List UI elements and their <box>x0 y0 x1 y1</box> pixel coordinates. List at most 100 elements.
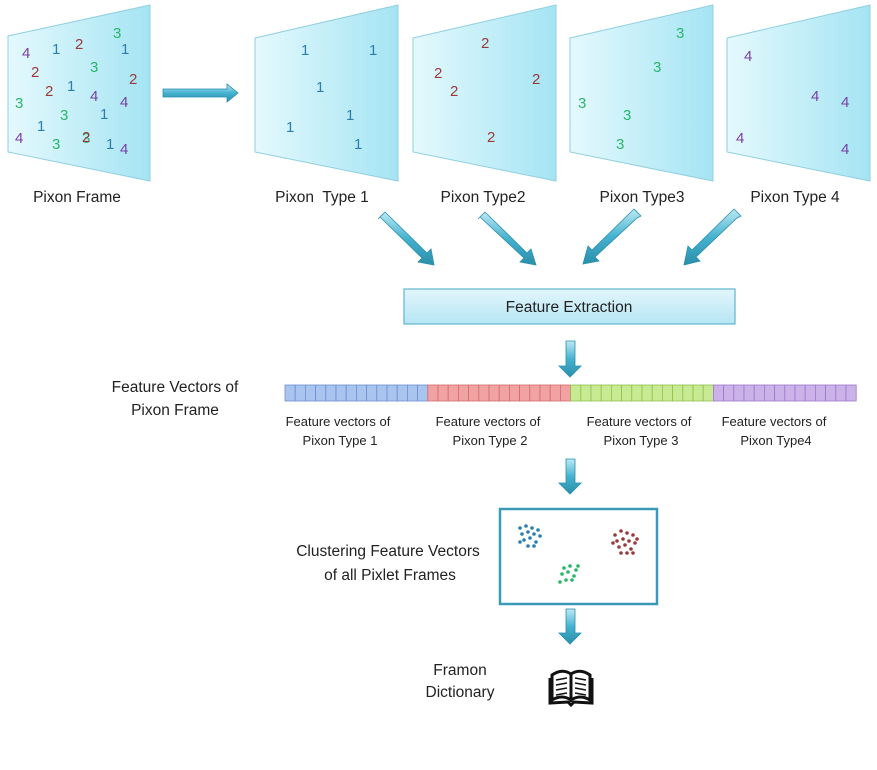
type4-digit: 4 <box>736 130 744 147</box>
cluster-point <box>522 538 526 542</box>
vector-cell <box>651 384 663 402</box>
vector-cell <box>376 384 388 402</box>
cluster-point <box>631 533 635 537</box>
pixon-type-3-label: Pixon Type3 <box>599 189 684 206</box>
segment-1-label-line2: Pixon Type 1 <box>303 433 378 448</box>
cluster-point <box>526 544 530 548</box>
segment-1-label-line1: Feature vectors of <box>286 414 391 429</box>
cluster-point <box>623 543 627 547</box>
vector-cell <box>549 384 561 402</box>
frame-digit: 1 <box>52 41 60 58</box>
segment-3-label-line2: Pixon Type 3 <box>604 433 679 448</box>
pixon-type-1-label: Pixon Type 1 <box>275 189 369 206</box>
type3-digit: 3 <box>578 95 586 112</box>
type1-digit: 1 <box>286 119 294 136</box>
cluster-point <box>619 529 623 533</box>
vector-cell <box>794 384 806 402</box>
cluster-point <box>613 533 617 537</box>
type1-digit: 1 <box>346 107 354 124</box>
frame-digit: 4 <box>15 130 23 147</box>
right-arrow-icon <box>162 83 239 103</box>
vector-cell <box>366 384 378 402</box>
cluster-point <box>524 524 528 528</box>
vector-cell <box>784 384 796 402</box>
segment-2-label-line2: Pixon Type 2 <box>453 433 528 448</box>
frame-digit: 4 <box>120 94 128 111</box>
vector-cell <box>508 384 520 402</box>
cluster-point <box>528 536 532 540</box>
vector-cell <box>702 384 714 402</box>
type1-digit: 1 <box>354 136 362 153</box>
pixon-type-4-panel: 4 4 4 4 4 Pixon Type 4 <box>726 4 871 206</box>
vector-cell <box>845 384 857 402</box>
dictionary-label-line2: Dictionary <box>426 684 495 701</box>
cluster-point <box>560 572 564 576</box>
vector-cell <box>611 384 623 402</box>
pixon-type-4-label: Pixon Type 4 <box>750 189 840 206</box>
frame-digit: 2 <box>31 64 39 81</box>
frame-digit: 2 <box>45 83 53 100</box>
diagonal-arrow-icon <box>377 208 742 266</box>
pixon-frame-panel: 4 1 2 3 1 2 3 2 3 2 1 4 4 3 3 1 1 4 3 2 … <box>7 4 151 206</box>
vector-cell <box>733 384 745 402</box>
vector-cell <box>325 384 337 402</box>
vector-cell <box>498 384 510 402</box>
pixon-frame-shape <box>7 4 151 182</box>
vector-cell <box>478 384 490 402</box>
cluster-point <box>518 540 522 544</box>
vector-cell <box>672 384 684 402</box>
vector-cell <box>580 384 592 402</box>
type4-digit: 4 <box>811 88 819 105</box>
vector-cell <box>437 384 449 402</box>
frame-digit: 1 <box>100 106 108 123</box>
vector-cell <box>570 384 582 402</box>
cluster-point <box>635 537 639 541</box>
clustering-label-line1: Clustering Feature Vectors <box>296 543 480 560</box>
cluster-point <box>572 574 576 578</box>
type3-digit: 3 <box>623 107 631 124</box>
frame-digit: 3 <box>15 95 23 112</box>
cluster-point <box>615 539 619 543</box>
vector-cell <box>682 384 694 402</box>
pixon-type-1-shape <box>254 4 399 182</box>
pixon-type-2-shape <box>412 4 557 182</box>
cluster-point <box>627 539 631 543</box>
vector-cell <box>804 384 816 402</box>
vector-cell <box>335 384 347 402</box>
dictionary-label-line1: Framon <box>433 662 486 679</box>
vector-cell <box>386 384 398 402</box>
frame-digit: 1 <box>37 118 45 135</box>
frame-digit: 2 <box>82 129 90 146</box>
cluster-point <box>633 541 637 545</box>
vector-cell <box>406 384 418 402</box>
down-arrow-icon <box>558 340 582 378</box>
vector-cell <box>427 384 439 402</box>
vector-cell <box>560 384 572 402</box>
frame-digit: 2 <box>75 36 83 53</box>
feature-vector-bar <box>284 384 857 402</box>
vector-cell <box>692 384 704 402</box>
cluster-point <box>532 532 536 536</box>
cluster-point <box>564 578 568 582</box>
cluster-point <box>518 526 522 530</box>
segment-4-label-line2: Pixon Type4 <box>740 433 811 448</box>
vector-cell <box>447 384 459 402</box>
cluster-point <box>534 540 538 544</box>
pixon-type-4-shape <box>726 4 871 182</box>
vector-cell <box>815 384 827 402</box>
frame-digit: 4 <box>90 88 98 105</box>
clustering-label-line2: of all Pixlet Frames <box>324 567 456 584</box>
down-arrow-icon <box>558 608 582 645</box>
cluster-point <box>520 532 524 536</box>
vector-cell <box>631 384 643 402</box>
down-arrow-icon <box>558 458 582 495</box>
type3-digit: 3 <box>653 59 661 76</box>
type2-digit: 2 <box>450 83 458 100</box>
vector-cell <box>519 384 531 402</box>
type2-digit: 2 <box>487 129 495 146</box>
vector-cell <box>457 384 469 402</box>
segment-2-label-line1: Feature vectors of <box>436 414 541 429</box>
type4-digit: 4 <box>744 48 752 65</box>
type4-digit: 4 <box>841 94 849 111</box>
vector-cell <box>743 384 755 402</box>
